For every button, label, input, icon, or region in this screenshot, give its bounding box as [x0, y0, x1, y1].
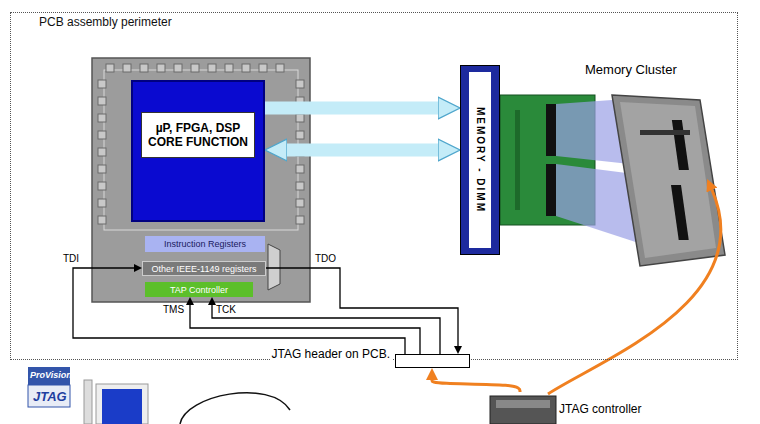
chip-pin	[123, 64, 131, 72]
tap-controller: TAP Controller	[145, 282, 253, 297]
jtag-header: JTAG header on PCB.	[395, 354, 470, 368]
controller-device	[490, 396, 556, 424]
chip-pin	[259, 64, 267, 72]
chip-pin	[208, 64, 216, 72]
monitor	[96, 384, 148, 424]
logo-text: ProVision	[30, 370, 72, 380]
memory-dimm: MEMORY - DIMM	[460, 65, 500, 255]
chip-pin	[140, 64, 148, 72]
core-function-box: µP, FPGA, DSP CORE FUNCTION	[131, 80, 265, 222]
chip-pin	[296, 114, 304, 122]
socket-slot	[671, 185, 689, 240]
socket-slot	[672, 120, 689, 170]
cable-arrow	[548, 190, 721, 394]
dimm-connector	[546, 104, 556, 156]
node-text: Instruction Registers	[164, 239, 246, 249]
chip-trace	[104, 70, 298, 230]
chip-pin	[296, 165, 304, 173]
memory-socket	[612, 95, 725, 266]
monitor-screen	[102, 389, 142, 424]
chip-pin	[98, 80, 106, 88]
mux-symbol	[268, 244, 280, 290]
signal-name: TMS	[163, 304, 184, 315]
logo-text: JTAG	[33, 389, 67, 404]
cable-loop	[180, 393, 290, 424]
cable-arrow	[432, 380, 520, 392]
chip-pin	[98, 114, 106, 122]
chip-pin	[157, 64, 165, 72]
controller-top	[496, 400, 550, 408]
bus-arrow	[287, 144, 438, 157]
node-text: µP, FPGA, DSP CORE FUNCTION	[141, 112, 255, 158]
chip-pin	[98, 199, 106, 207]
region-label: Memory Cluster	[585, 62, 677, 77]
jtag-signal	[73, 268, 405, 354]
chip-package	[92, 58, 310, 302]
chip-pin	[191, 64, 199, 72]
chip-pin	[225, 64, 233, 72]
pc-tower	[84, 380, 92, 424]
jtag-signal	[266, 268, 458, 346]
chip-pin	[296, 199, 304, 207]
signal-name: TDI	[63, 253, 79, 264]
chip-pin	[98, 182, 106, 190]
chip-pin	[296, 182, 304, 190]
chip-pin	[296, 216, 304, 224]
signal-name: TDO	[315, 253, 336, 264]
chip-pin	[276, 64, 284, 72]
register-bar: Other IEEE-1149 registers	[142, 261, 266, 276]
node-text: Other IEEE-1149 registers	[152, 264, 257, 274]
chip-pin	[98, 216, 106, 224]
node-text: JTAG header on PCB.	[270, 347, 393, 361]
signal-name: TCK	[216, 304, 236, 315]
socket-slot	[640, 130, 690, 135]
register-bar: Instruction Registers	[145, 236, 265, 252]
chip-pin	[242, 64, 250, 72]
chip-pin	[98, 165, 106, 173]
logo-box	[28, 385, 70, 407]
node-text: TAP Controller	[170, 285, 228, 295]
chip-pin	[174, 64, 182, 72]
dimm-chip-row	[515, 110, 520, 210]
chip-pin	[98, 131, 106, 139]
chip-pin	[98, 97, 106, 105]
node-text: JTAG controller	[559, 402, 641, 416]
jtag-controller: JTAG controller	[495, 392, 555, 424]
chip-pin	[98, 148, 106, 156]
chip-pins	[98, 64, 304, 224]
node-text: PCB assembly perimeter	[39, 15, 172, 29]
bus-arrow	[265, 102, 438, 115]
dimm-connector	[546, 164, 556, 216]
chip-pin	[296, 131, 304, 139]
memory-socket-face	[620, 102, 716, 258]
chip-pin	[296, 80, 304, 88]
node-text: MEMORY - DIMM	[475, 107, 486, 213]
chip-pin	[106, 64, 114, 72]
